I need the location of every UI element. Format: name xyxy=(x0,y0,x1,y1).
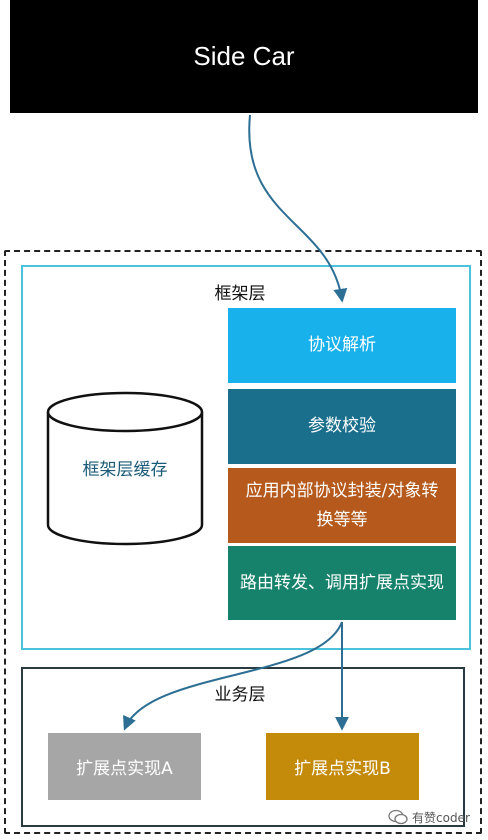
protocol-parse-block: 协议解析 xyxy=(228,308,456,383)
wechat-icon xyxy=(388,809,408,825)
extension-a-block: 扩展点实现A xyxy=(48,733,201,800)
service-container-dashed xyxy=(4,250,482,834)
extension-b-label: 扩展点实现B xyxy=(294,759,391,779)
protocol-wrap-block: 应用内部协议封装/对象转换等等 xyxy=(228,468,456,543)
protocol-parse-label: 协议解析 xyxy=(308,335,376,355)
arrow-sidecar-to-protocol xyxy=(248,114,348,303)
business-layer-title: 业务层 xyxy=(214,685,266,705)
arrow-route-to-extension-a xyxy=(123,621,343,731)
route-forward-label: 路由转发、调用扩展点实现 xyxy=(240,572,444,593)
extension-a-label: 扩展点实现A xyxy=(76,759,173,779)
extension-b-block: 扩展点实现B xyxy=(266,733,419,800)
sidecar-box: Side Car xyxy=(10,0,478,113)
param-validate-label: 参数校验 xyxy=(308,416,376,436)
param-validate-block: 参数校验 xyxy=(228,389,456,464)
framework-cache-label: 框架层缓存 xyxy=(82,460,168,480)
sidecar-label: Side Car xyxy=(193,41,295,71)
business-layer xyxy=(21,667,465,827)
framework-layer-title: 框架层 xyxy=(214,284,266,304)
watermark: 有赞coder xyxy=(388,806,482,828)
framework-layer xyxy=(21,265,471,650)
watermark-text: 有赞coder xyxy=(412,810,470,825)
protocol-wrap-label: 应用内部协议封装/对象转换等等 xyxy=(245,480,439,530)
route-forward-block: 路由转发、调用扩展点实现 xyxy=(228,546,456,620)
